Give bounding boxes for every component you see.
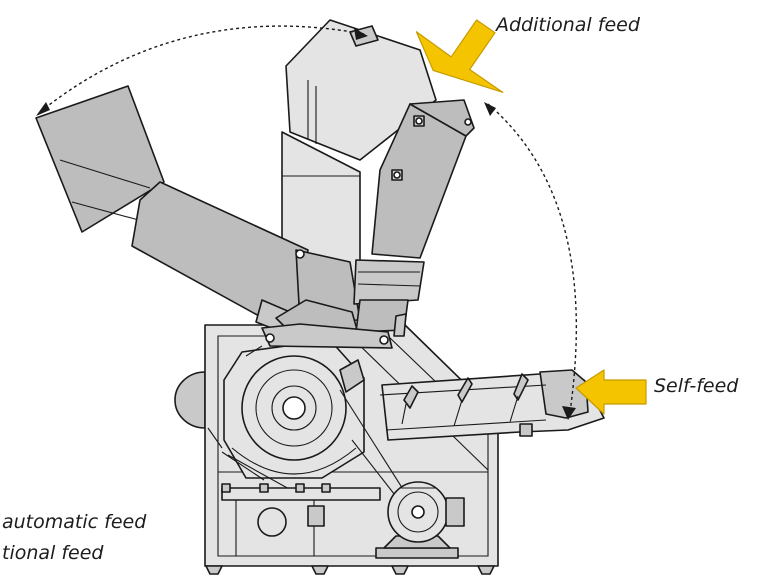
feed-flange (245, 323, 393, 357)
self-feed-label: Self-feed (654, 375, 739, 397)
granulator-housing (174, 324, 499, 575)
tilted-hopper-right (353, 99, 475, 337)
swing-arc-left (36, 25, 368, 116)
additional-feed-label: Additional feed (494, 14, 641, 36)
tilted-hopper-left (35, 85, 361, 343)
legend-additional-feed: tional feed (2, 542, 104, 564)
self-feed-arrow-icon (575, 369, 647, 415)
self-feed-chute (379, 369, 605, 441)
legend-automatic-feed: automatic feed (2, 511, 147, 533)
motor (375, 481, 465, 559)
additional-feed-arrow-icon (415, 19, 504, 93)
swing-arc-right (484, 102, 578, 420)
